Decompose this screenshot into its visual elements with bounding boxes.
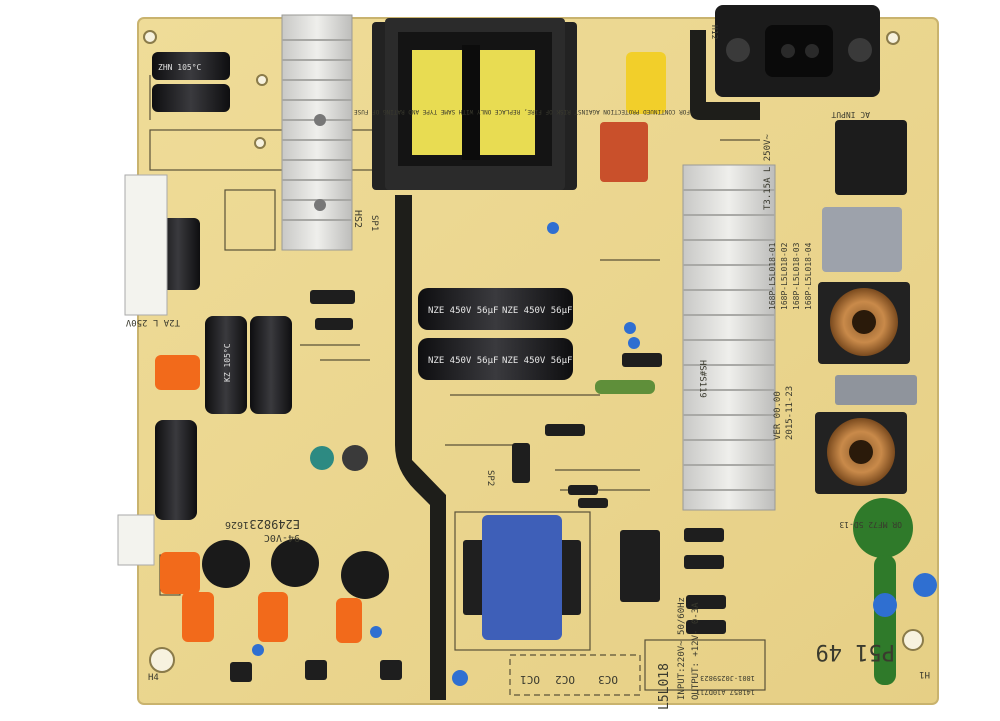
sp2-label: SP2 — [485, 470, 495, 486]
grey-capacitor-2 — [835, 375, 917, 405]
mounting-holes — [143, 30, 924, 673]
board-model-code: P51 49 — [816, 639, 895, 664]
oc2-label: OC2 — [555, 673, 575, 686]
h4-label: H4 — [148, 673, 159, 683]
barcode-1: 141857 A10D711 — [696, 688, 755, 696]
board-output: OUTPUT: +12V- 0-3A — [691, 602, 701, 700]
output-trace — [690, 30, 760, 120]
barcode-2: 1801-J0259823 — [700, 674, 755, 682]
serial-1: 168P-L5L018-01 — [768, 242, 777, 310]
h1-label: H1 — [919, 669, 930, 679]
zhn-capacitor-top-2 — [152, 84, 230, 112]
kz-capacitor-2 — [250, 316, 292, 414]
board-date: 2015-11-23 — [785, 386, 795, 440]
resistor-green — [595, 380, 655, 394]
hs2-label: HS2 — [352, 210, 363, 228]
common-mode-choke-2 — [815, 412, 907, 494]
zhn-label: ZHN 105°C — [158, 63, 202, 72]
small-blue-capacitors — [252, 222, 937, 686]
heatsink-left — [281, 14, 353, 251]
main-transformer — [372, 18, 577, 190]
output-transformer — [463, 515, 581, 640]
zhn-capacitor-top — [152, 52, 230, 80]
kz-capacitor-3 — [155, 420, 197, 520]
connector-left — [124, 174, 168, 316]
x-capacitor-box — [835, 120, 907, 195]
grey-capacitor-1 — [822, 207, 902, 272]
ac-input-label: AC INPUT — [831, 110, 870, 119]
board-model: L5L018 — [657, 663, 672, 710]
output-capacitors — [202, 445, 389, 599]
isolation-trace — [395, 195, 446, 700]
serial-4: 168P-L5L018-04 — [804, 242, 813, 310]
cap-label-1: NZE 450V 56µF — [428, 306, 498, 316]
marking-1626: 1626 — [225, 519, 249, 530]
board-version: VER 00.00 — [773, 391, 783, 440]
serial-3: 168P-L5L018-03 — [792, 242, 801, 310]
oc3-label: OC3 — [598, 673, 618, 686]
board-rating: 94-V0C — [264, 532, 300, 543]
ntc-label: OR MF72 5D-13 — [839, 520, 902, 529]
cap-label-2: NZE 450V 56µF — [502, 306, 572, 316]
sp1-label: SP1 — [369, 215, 379, 231]
heatsink-right — [682, 164, 776, 511]
yellow-capacitor — [626, 52, 666, 114]
cap-label-4: NZE 450V 56µF — [502, 356, 572, 366]
board-input: INPUT:220V~ 50/60Hz — [677, 597, 687, 700]
fuse-label-2: T2A L 250V — [125, 317, 180, 327]
oc1-label: OC1 — [520, 673, 540, 686]
connector-left-lower — [117, 514, 155, 566]
orange-capacitors — [155, 122, 648, 643]
heatsink-label: HS#S119 — [697, 360, 707, 398]
bulk-capacitors — [418, 288, 573, 380]
common-mode-choke-1 — [818, 282, 910, 364]
silkscreen-lines — [149, 75, 766, 696]
kz-capacitor-1 — [205, 316, 247, 414]
serial-2: 168P-L5L018-02 — [780, 242, 789, 310]
fuse-label: T3.15A L 250V~ — [763, 134, 773, 210]
board-cert: E249823 — [249, 517, 300, 531]
diodes — [230, 290, 726, 682]
h12-label: H12 — [710, 25, 719, 40]
fuse-warning: FOR CONTINUED PROTECTION AGAINST RISK OF… — [354, 108, 690, 115]
cap-label-3: NZE 450V 56µF — [428, 356, 498, 366]
kz-label: KZ 105°C — [223, 343, 232, 382]
ac-input-socket — [715, 5, 880, 97]
ntc-thermistor — [853, 498, 913, 685]
